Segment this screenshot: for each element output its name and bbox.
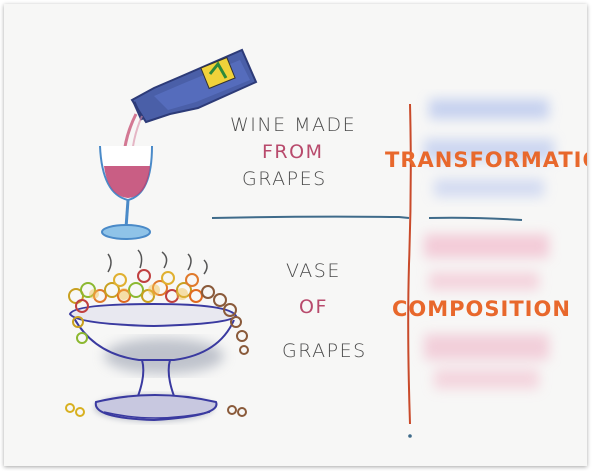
wine-glass-icon: [100, 146, 152, 239]
wine-bottle-icon: [132, 50, 256, 122]
caption-line-grapes: GRAPES: [242, 168, 327, 190]
caption-line-from: FROM: [262, 141, 323, 163]
caption-line-vase: Vase: [286, 260, 341, 282]
horizontal-divider: [212, 217, 409, 218]
grapes: [66, 250, 248, 416]
sketch-art: [4, 4, 587, 466]
fruit-bowl-icon: [70, 304, 236, 422]
concept-transformation: TRANSFORMATION: [385, 148, 587, 172]
caption-line-grapes-2: GRAPES: [282, 340, 367, 362]
sketch-canvas: Wine made FROM GRAPES TRANSFORMATION Vas…: [4, 4, 587, 466]
caption-line-of: OF: [299, 296, 328, 318]
caption-line-wine-made: Wine made: [230, 114, 356, 136]
horizontal-divider-right: [429, 218, 522, 220]
concept-composition: COMPOSITION: [392, 297, 571, 321]
